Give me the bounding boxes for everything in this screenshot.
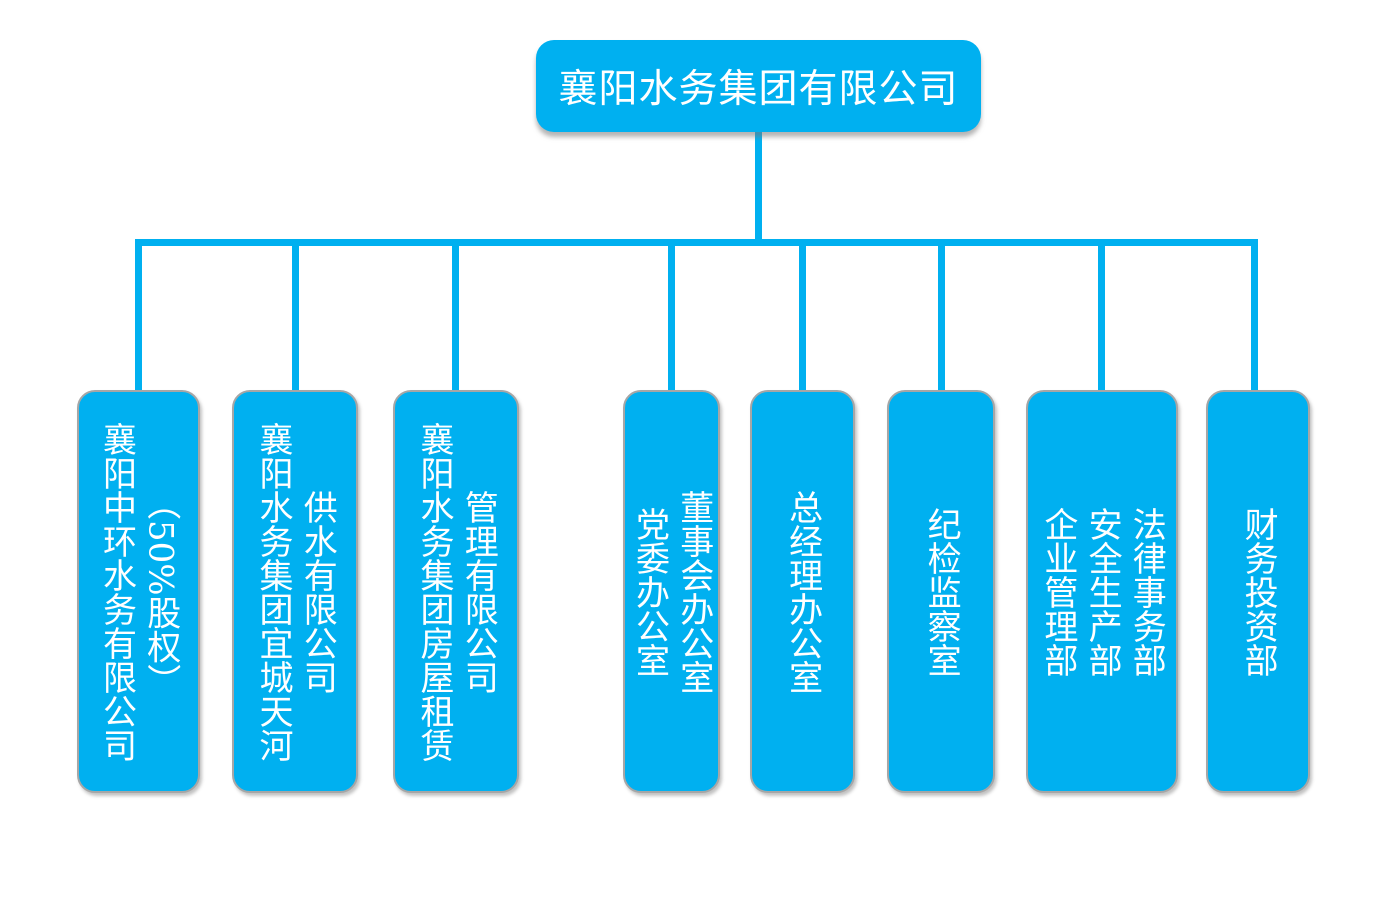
org-node-label: 财务投资部 (1238, 506, 1279, 677)
connector-drop-2 (292, 239, 299, 392)
connector-bus (135, 239, 1258, 246)
org-node-root[interactable]: 襄阳水务集团有限公司 (536, 40, 981, 132)
connector-drop-5 (799, 239, 806, 392)
connector-drop-1 (135, 239, 142, 392)
org-node-label: 襄阳水务集团有限公司 (558, 67, 959, 112)
org-node-enterprise-safety-legal-depts[interactable]: 企业管理部 安全生产部 法律事务部 (1026, 390, 1178, 793)
org-node-yicheng-tianhe-water-supply[interactable]: 襄阳水务集团宜城天河 供水有限公司 (232, 390, 358, 793)
org-node-general-manager-office[interactable]: 总经理办公室 (750, 390, 855, 793)
org-node-label: 襄阳中环水务有限公司 （50%股权） (96, 421, 181, 762)
org-node-label: 党委办公室 董事会办公室 (629, 489, 714, 694)
connector-root-stem (755, 131, 762, 239)
org-node-finance-investment-dept[interactable]: 财务投资部 (1206, 390, 1310, 793)
org-node-party-board-office[interactable]: 党委办公室 董事会办公室 (623, 390, 720, 793)
org-node-label: 总经理办公室 (782, 489, 823, 694)
connector-drop-7 (1098, 239, 1105, 392)
org-node-label: 企业管理部 安全生产部 法律事务部 (1037, 506, 1167, 677)
connector-drop-3 (452, 239, 459, 392)
org-node-housing-leasing[interactable]: 襄阳水务集团房屋租赁 管理有限公司 (393, 390, 519, 793)
connector-drop-8 (1251, 239, 1258, 392)
org-node-label: 纪检监察室 (921, 506, 962, 677)
org-node-zhonghuan-water[interactable]: 襄阳中环水务有限公司 （50%股权） (77, 390, 200, 793)
connector-drop-6 (938, 239, 945, 392)
connector-drop-4 (668, 239, 675, 392)
org-node-label: 襄阳水务集团房屋租赁 管理有限公司 (414, 421, 499, 762)
org-node-discipline-inspection-office[interactable]: 纪检监察室 (887, 390, 995, 793)
org-node-label: 襄阳水务集团宜城天河 供水有限公司 (253, 421, 338, 762)
